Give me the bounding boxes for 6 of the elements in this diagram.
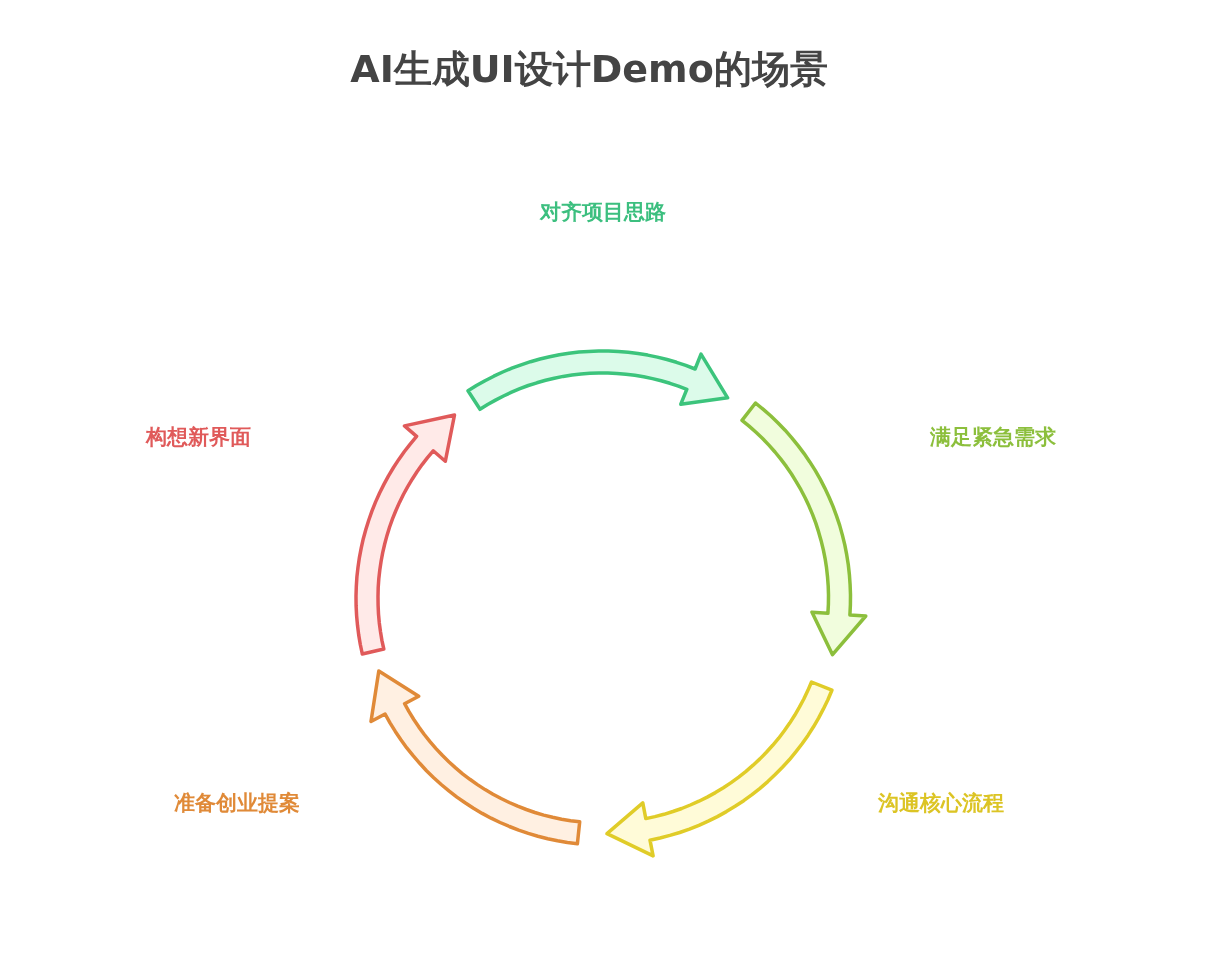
step-label: 沟通核心流程 xyxy=(878,790,1004,817)
step-label: 构想新界面 xyxy=(145,424,251,451)
step-label: 对齐项目思路 xyxy=(540,199,666,226)
title: AI生成UI设计Demo的场景 xyxy=(349,46,829,93)
step-label: 满足紧急需求 xyxy=(930,424,1056,451)
step-label: 准备创业提案 xyxy=(174,790,300,817)
